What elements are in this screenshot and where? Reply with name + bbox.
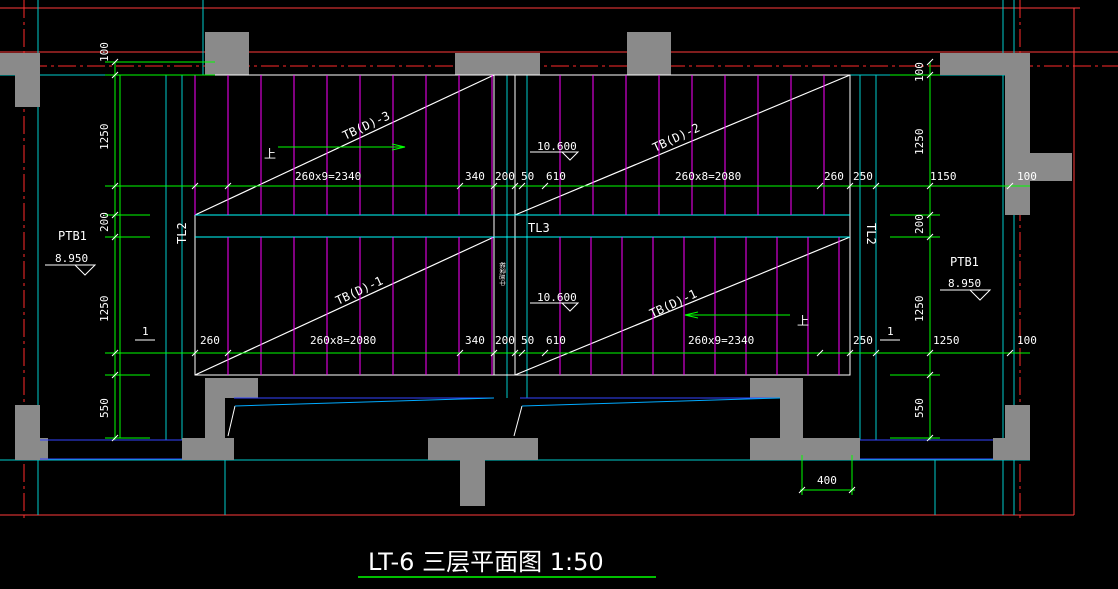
lower-dim-8: 250 — [853, 334, 873, 347]
tick-mark — [111, 233, 119, 241]
tick-mark — [541, 182, 549, 190]
dim-right-5: 550 — [913, 398, 926, 418]
dim-right-4: 1250 — [913, 296, 926, 323]
upper-dim-9: 1150 — [930, 170, 957, 183]
dim-left-3: 200 — [98, 212, 111, 232]
tick-mark — [926, 71, 934, 79]
tick-mark — [111, 434, 119, 442]
dimension-lines — [105, 61, 1030, 495]
dim-left-4: 1250 — [98, 296, 111, 323]
dim-left-1: 100 — [98, 42, 111, 62]
tick-mark — [926, 233, 934, 241]
lower-dim-7: 260x9=2340 — [688, 334, 754, 347]
elevation-upper: 10.600 — [537, 140, 577, 153]
outer-frame — [0, 7, 1118, 516]
landing-right-section: 1 — [887, 325, 894, 338]
lower-dim-1: 260 — [200, 334, 220, 347]
upper-dim-2: 340 — [465, 170, 485, 183]
lower-dim-5: 50 — [521, 334, 534, 347]
landing-right-name: PTB1 — [950, 255, 979, 269]
up-mark-upper: 上 — [264, 147, 276, 161]
walls — [0, 32, 1072, 506]
tick-mark — [926, 371, 934, 379]
tick-mark — [224, 349, 232, 357]
tick-mark — [926, 434, 934, 442]
tick-mark — [490, 182, 498, 190]
bottom-dim: 400 — [817, 474, 837, 487]
upper-dim-4: 50 — [521, 170, 534, 183]
upper-dim-1: 260x9=2340 — [295, 170, 361, 183]
tick-mark — [798, 486, 806, 494]
lower-dim-10: 100 — [1017, 334, 1037, 347]
upper-dim-3: 200 — [495, 170, 515, 183]
tick-mark — [848, 486, 856, 494]
beam-tl3 — [195, 214, 850, 238]
tick-mark — [926, 211, 934, 219]
tick-mark — [111, 211, 119, 219]
tick-mark — [111, 371, 119, 379]
tick-mark — [111, 182, 119, 190]
axis-lines — [0, 0, 1118, 520]
landing-left-section: 1 — [142, 325, 149, 338]
wall-openings — [225, 398, 780, 438]
center-note: 梯梁居中 — [498, 262, 506, 286]
tick-mark — [846, 182, 854, 190]
tick-mark — [926, 58, 934, 66]
tick-mark — [872, 182, 880, 190]
tick-mark — [872, 349, 880, 357]
lower-dim-6: 610 — [546, 334, 566, 347]
upper-dim-8: 250 — [853, 170, 873, 183]
stair-treads — [194, 75, 840, 375]
up-mark-lower: 上 — [797, 314, 809, 328]
tick-mark — [191, 182, 199, 190]
upper-dim-10: 100 — [1017, 170, 1037, 183]
tick-mark — [456, 349, 464, 357]
tick-mark — [926, 182, 934, 190]
dim-right-3: 200 — [913, 214, 926, 234]
lower-dim-3: 340 — [465, 334, 485, 347]
beam-tl3: TL3 — [528, 221, 550, 235]
up-arrows — [278, 143, 790, 319]
beam-tl2-left: TL2 — [175, 222, 189, 244]
dim-left-2: 1250 — [98, 124, 111, 151]
dim-right-1: 100 — [913, 62, 926, 82]
tick-mark — [1006, 182, 1014, 190]
elevation-markers — [45, 151, 992, 312]
elevation-lower: 10.600 — [537, 291, 577, 304]
tick-mark — [518, 349, 526, 357]
tick-mark — [456, 182, 464, 190]
tick-mark — [111, 58, 119, 66]
beam-tl2-right: TL2 — [864, 223, 878, 245]
lower-dim-4: 200 — [495, 334, 515, 347]
tick-mark — [541, 349, 549, 357]
landing-left-name: PTB1 — [58, 229, 87, 243]
tick-mark — [511, 182, 519, 190]
upper-dim-6: 260x8=2080 — [675, 170, 741, 183]
tick-mark — [846, 349, 854, 357]
tick-mark — [111, 349, 119, 357]
landing-right-elev: 8.950 — [948, 277, 981, 290]
tick-mark — [1006, 349, 1014, 357]
tick-mark — [224, 182, 232, 190]
drawing-title: LT-6 三层平面图 1:50 — [368, 548, 604, 576]
tick-mark — [191, 349, 199, 357]
upper-dim-5: 610 — [546, 170, 566, 183]
dim-right-2: 1250 — [913, 129, 926, 156]
floor-lines — [40, 397, 993, 460]
dimension-ticks — [111, 58, 1014, 494]
dim-left-5: 550 — [98, 398, 111, 418]
tick-mark — [816, 349, 824, 357]
lower-dim-9: 1250 — [933, 334, 960, 347]
tick-mark — [511, 349, 519, 357]
tick-mark — [816, 182, 824, 190]
tick-mark — [518, 182, 526, 190]
lower-dim-2: 260x8=2080 — [310, 334, 376, 347]
tick-mark — [111, 71, 119, 79]
upper-dim-7: 260 — [824, 170, 844, 183]
tick-mark — [926, 349, 934, 357]
landing-left-elev: 8.950 — [55, 252, 88, 265]
tick-mark — [490, 349, 498, 357]
